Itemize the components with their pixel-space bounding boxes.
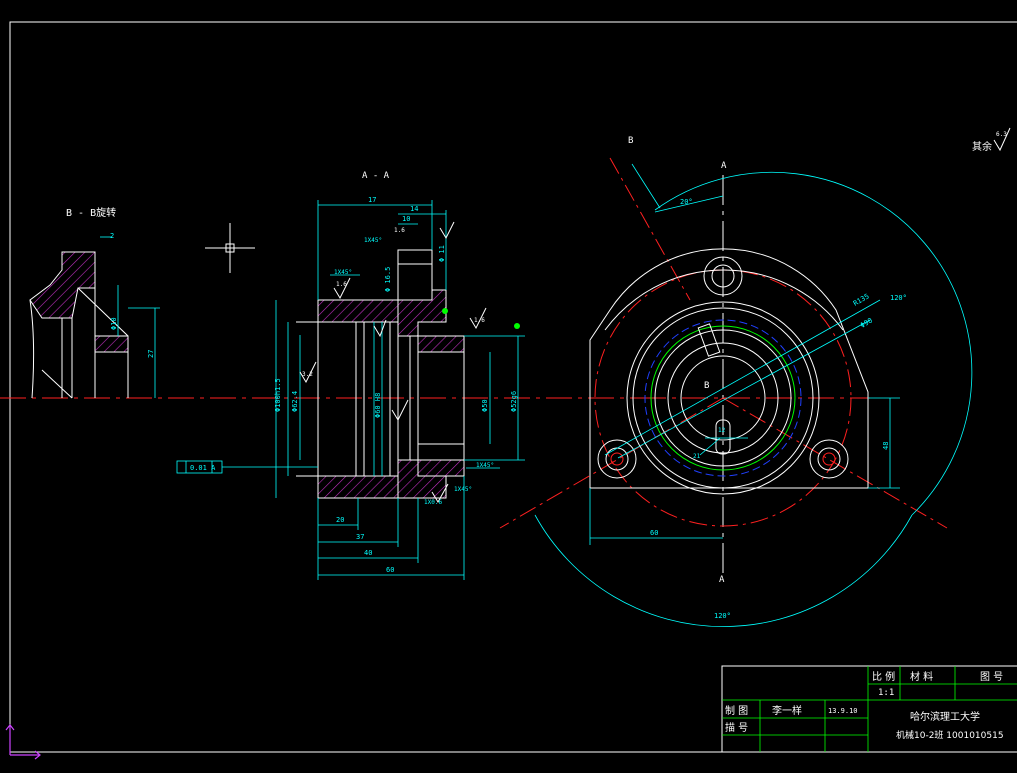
aa-chamfer-5: 1X45°	[454, 486, 472, 493]
tolerance-frame-text: 0.01 A	[190, 464, 216, 472]
front-dim-48: 48	[882, 442, 890, 450]
remaining-roughness-note: 其余 6.3	[972, 127, 1011, 153]
aa-dim-20: 20	[336, 516, 344, 524]
tb-class-info: 机械10-2班 1001010515	[896, 729, 1004, 741]
bb-dim-d10: Φ10	[110, 317, 118, 330]
front-view: A A B B R135 Φ90 20° 120° 120° 48 60 21 …	[499, 136, 973, 627]
front-label-a-bottom: A	[719, 575, 725, 585]
bb-dim-27: 27	[147, 350, 155, 358]
tb-school: 哈尔滨理工大学	[910, 710, 980, 723]
aa-dim-d60: Φ60 H8	[374, 393, 382, 418]
crosshair-cursor-icon	[205, 223, 255, 273]
aa-roughness-2: 1.6	[474, 317, 485, 324]
aa-dim-37: 37	[356, 533, 364, 541]
aa-dim-d52: Φ52g6	[510, 391, 518, 412]
remaining-roughness-label: 其余	[972, 140, 992, 153]
drawing-border	[9, 21, 1017, 753]
aa-roughness-1: 1.6	[336, 281, 347, 288]
aa-chamfer-1: 1X45°	[364, 237, 382, 244]
tb-drawer-name: 李一样	[772, 704, 802, 717]
front-dim-12: 12	[718, 427, 726, 434]
aa-dim-d100: Φ100h1.5	[274, 378, 282, 412]
aa-chamfer-4: 1X0.6	[424, 499, 442, 506]
tb-drawn-label: 制 图	[725, 704, 748, 717]
front-dim-120deg-b: 120°	[714, 612, 731, 620]
front-dim-d90: Φ90	[859, 316, 874, 329]
tb-checked-label: 描 号	[725, 721, 748, 734]
section-aa-view: A - A	[176, 171, 525, 580]
front-dim-20deg: 20°	[680, 198, 693, 206]
section-aa-title: A - A	[362, 171, 390, 181]
aa-dim-d62: Φ62.4	[291, 391, 299, 412]
front-dim-21: 21	[693, 453, 701, 460]
bb-dim-2: 2	[110, 232, 114, 240]
section-bb-title: B - B旋转	[66, 206, 116, 219]
aa-chamfer-2: 1X45°	[334, 269, 352, 276]
aa-roughness-4: 1.6	[394, 227, 405, 234]
front-label-a-top: A	[721, 161, 727, 171]
tb-date: 13.9.10	[828, 707, 858, 715]
aa-hatch-top-right	[397, 289, 447, 337]
aa-dim-10: 10	[402, 215, 410, 223]
section-bb-view: B - B旋转 Φ10 27 2	[29, 206, 160, 399]
aa-hatch-top	[317, 299, 399, 323]
front-dim-r135: R135	[852, 292, 871, 307]
aa-dim-40: 40	[364, 549, 372, 557]
aa-dim-60: 60	[386, 566, 394, 574]
aa-hatch-bottom	[317, 475, 399, 499]
front-label-b-inner: B	[704, 381, 709, 391]
bb-hatch-region	[29, 251, 96, 319]
tb-scale-header: 比 例	[872, 670, 895, 683]
tb-scale-value: 1:1	[878, 688, 894, 698]
front-dim-120deg-a: 120°	[890, 294, 907, 302]
aa-dim-d11: Φ 11	[438, 245, 446, 262]
aa-hatch-flange-bottom	[417, 459, 465, 477]
aa-chamfer-3: 1X45°	[476, 462, 494, 469]
title-block: 比 例 材 料 图 号 1:1 制 图 描 号 李一样 13.9.10 哈尔滨理…	[721, 665, 1017, 753]
aa-dim-d50: Φ50	[481, 399, 489, 412]
aa-dim-17: 17	[368, 196, 376, 204]
ucs-icon	[5, 724, 41, 760]
bb-hatch-region-lower	[94, 335, 129, 353]
tb-material-header: 材 料	[910, 670, 933, 683]
front-dim-60: 60	[650, 529, 658, 537]
front-label-b: B	[628, 136, 633, 146]
aa-hatch-flange-top	[417, 335, 465, 353]
remaining-roughness-value: 6.3	[996, 131, 1007, 138]
aa-dim-14: 14	[410, 205, 418, 213]
tolerance-frame	[176, 460, 223, 474]
aa-dim-d16-5: Φ 16.5	[384, 267, 392, 292]
tb-drawing-no-header: 图 号	[980, 671, 1003, 683]
aa-roughness-3: 3.2	[302, 371, 313, 378]
